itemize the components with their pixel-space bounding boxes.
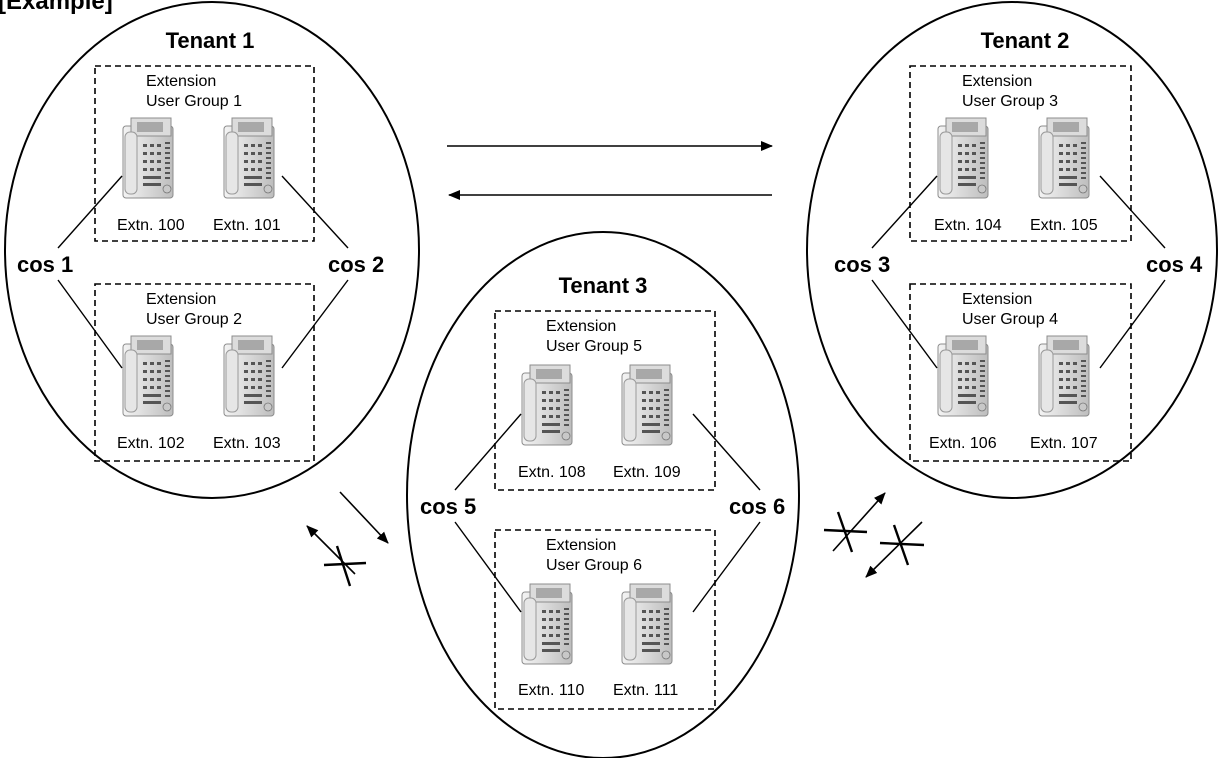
extension-label: Extn. 107 [1030,435,1098,452]
group-4-label-line2: User Group 4 [962,311,1058,328]
cos-1-connector [57,175,123,249]
blocked-cross-icon [823,511,868,553]
blocked-cross-icon [879,524,925,566]
group-3-label-line2: User Group 3 [962,93,1058,110]
group-box-5 [494,310,716,491]
cos-2-connector [281,175,349,249]
desk-phone-icon [521,583,573,665]
desk-phone-icon [937,335,989,417]
group-5-label-line2: User Group 5 [546,338,642,355]
cos-2-connector [281,279,349,369]
desk-phone-icon [1038,335,1090,417]
group-2-label-line2: User Group 2 [146,311,242,328]
group-box-2 [94,283,315,462]
extension-label: Extn. 100 [117,217,185,234]
group-6-label-line2: User Group 6 [546,557,642,574]
extension-label: Extn. 104 [934,217,1002,234]
desk-phone-icon [937,117,989,199]
desk-phone-icon [223,117,275,199]
group-box-4 [909,283,1132,462]
desk-phone-icon [122,335,174,417]
cos-6-connector [692,413,761,491]
group-1-label-line2: User Group 1 [146,93,242,110]
extension-label: Extn. 101 [213,217,281,234]
group-box-6 [494,529,716,710]
header-partial: [Example] [0,0,113,15]
tenant-3-ellipse [406,231,800,758]
cos-6-label: cos 6 [729,494,785,519]
group-6-label-line1: Extension [546,537,616,554]
cos-5-connector [454,521,522,613]
group-4-label-line1: Extension [962,291,1032,308]
blocked-cross-icon [323,545,367,587]
arrow-icon [339,491,389,544]
extension-label: Extn. 105 [1030,217,1098,234]
arrow-icon [832,492,886,552]
tenant-1-title: Tenant 1 [166,28,255,53]
cos-3-label: cos 3 [834,252,890,277]
arrow-icon [306,525,356,575]
desk-phone-icon [1038,117,1090,199]
cos-5-connector [454,413,522,491]
tenant-2-ellipse [806,1,1218,499]
cos-4-connector [1099,279,1166,369]
desk-phone-icon [122,117,174,199]
cos-4-label: cos 4 [1146,252,1203,277]
extension-label: Extn. 111 [613,682,678,699]
group-1-label-line1: Extension [146,73,216,90]
extension-label: Extn. 108 [518,464,586,481]
desk-phone-icon [621,364,673,446]
cos-4-connector [1099,175,1166,249]
cos-1-label: cos 1 [17,252,73,277]
cos-3-connector [871,175,938,249]
tenant-2-title: Tenant 2 [981,28,1070,53]
cos-5-label: cos 5 [420,494,476,519]
desk-phone-icon [521,364,573,446]
group-3-label-line1: Extension [962,73,1032,90]
cos-3-connector [871,279,938,369]
extension-label: Extn. 106 [929,435,997,452]
tenant-3-title: Tenant 3 [559,273,648,298]
group-box-1 [94,65,315,242]
cos-6-connector [692,521,761,613]
cos-2-label: cos 2 [328,252,384,277]
tenant-1-ellipse [4,1,420,499]
cos-1-connector [57,279,123,369]
extension-label: Extn. 103 [213,435,281,452]
extension-label: Extn. 110 [518,682,585,699]
desk-phone-icon [621,583,673,665]
group-2-label-line1: Extension [146,291,216,308]
desk-phone-icon [223,335,275,417]
group-box-3 [909,65,1132,242]
extension-label: Extn. 102 [117,435,185,452]
group-5-label-line1: Extension [546,318,616,335]
arrow-icon [865,521,923,578]
extension-label: Extn. 109 [613,464,681,481]
